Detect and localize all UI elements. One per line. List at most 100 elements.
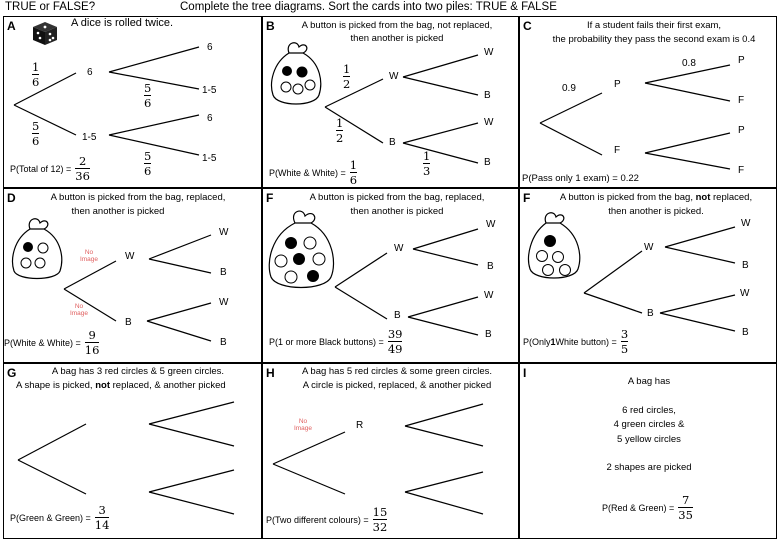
card-text: 5 yellow circles	[617, 434, 681, 445]
card-i[interactable]: I A bag has 6 red circles, 4 green circl…	[519, 363, 777, 539]
outcome-label: B	[389, 137, 396, 148]
outcome-label: W	[741, 218, 751, 229]
outcome-label: P	[738, 125, 745, 136]
card-title: A dice is rolled twice.	[71, 17, 174, 29]
outcome-label: 6	[87, 67, 93, 78]
missing-image-icon: No Image	[79, 249, 99, 263]
card-b[interactable]: B A button is picked from the bag, not r…	[262, 16, 519, 188]
tree-diagram	[539, 64, 731, 170]
outcome-label: B	[220, 267, 227, 278]
probability-statement: P(Pass only 1 exam) = 0.22	[522, 173, 639, 184]
outcome-label: B	[647, 308, 654, 319]
tree-diagram	[13, 46, 200, 156]
outcome-label: B	[487, 261, 494, 272]
header-left: TRUE or FALSE?	[5, 1, 96, 13]
outcome-label: W	[740, 288, 750, 299]
card-title: A bag has 3 red circles & 5 green circle…	[51, 366, 225, 377]
outcome-label: P	[614, 79, 621, 90]
card-letter: I	[523, 366, 527, 380]
probability-value: 0.8	[682, 58, 696, 69]
outcome-label: F	[738, 95, 745, 106]
outcome-label: F	[738, 165, 745, 176]
card-letter: B	[266, 19, 275, 33]
probability-value: 0.9	[562, 83, 576, 94]
card-letter: F	[266, 191, 274, 205]
card-subtitle: A shape is picked, not replaced, & anoth…	[16, 380, 226, 391]
card-g[interactable]: G A bag has 3 red circles & 5 green circ…	[3, 363, 262, 539]
outcome-label: W	[644, 242, 654, 253]
outcome-label: P	[738, 55, 745, 66]
card-c[interactable]: C If a student fails their first exam, t…	[519, 16, 777, 188]
card-d[interactable]: D A button is picked from the bag, repla…	[3, 188, 262, 363]
card-title: A button is picked from the bag, replace…	[309, 192, 485, 203]
card-title: A button is picked from the bag, not rep…	[301, 20, 493, 31]
card-letter: G	[7, 366, 17, 380]
card-subtitle: the probability they pass the second exa…	[552, 34, 756, 45]
card-subtitle: then another is picked	[350, 206, 444, 217]
card-letter: F	[523, 191, 531, 205]
card-f-not-replaced[interactable]: F A button is picked from the bag, not r…	[519, 188, 777, 363]
card-title: A button is picked from the bag, not rep…	[559, 192, 753, 203]
outcome-label: B	[484, 157, 491, 168]
outcome-label: W	[219, 297, 229, 308]
outcome-label: R	[356, 420, 364, 431]
card-f-replaced[interactable]: F A button is picked from the bag, repla…	[262, 188, 519, 363]
tree-diagram	[334, 228, 479, 336]
tree-diagram	[272, 403, 484, 515]
bag-of-buttons-icon	[527, 212, 581, 279]
tree-diagram	[324, 54, 479, 164]
outcome-label: 6	[207, 113, 213, 124]
tree-diagram	[63, 234, 212, 342]
card-text: 2 shapes are picked	[606, 462, 692, 473]
outcome-label: W	[484, 117, 494, 128]
bag-of-buttons-icon	[270, 42, 322, 105]
outcome-label: W	[486, 219, 496, 230]
outcome-label: B	[742, 260, 749, 271]
outcome-label: W	[394, 243, 404, 254]
card-subtitle: then another is picked	[350, 33, 444, 44]
outcome-label: W	[484, 47, 494, 58]
tree-diagram	[583, 226, 736, 332]
card-letter: D	[7, 191, 16, 205]
card-letter: C	[523, 19, 532, 33]
outcome-label: W	[389, 71, 399, 82]
card-text: 4 green circles &	[613, 419, 685, 430]
outcome-label: W	[125, 251, 135, 262]
tree-diagram	[17, 401, 235, 515]
outcome-label: W	[484, 290, 494, 301]
header-instructions: Complete the tree diagrams. Sort the car…	[180, 1, 557, 13]
card-title: A button is picked from the bag, replace…	[50, 192, 226, 203]
outcome-label: 1-5	[202, 85, 217, 96]
outcome-label: B	[394, 310, 401, 321]
missing-image-icon: No Image	[69, 303, 89, 317]
outcome-label: 1-5	[202, 153, 217, 164]
outcome-label: B	[484, 90, 491, 101]
card-title: A bag has 5 red circles & some green cir…	[301, 366, 493, 377]
card-a[interactable]: A A dice is rolled twice. 6 1-5 6 1-5 6 …	[3, 16, 262, 188]
dice-icon	[33, 22, 57, 45]
card-subtitle: then another is picked	[71, 206, 165, 217]
outcome-label: B	[220, 337, 227, 348]
bag-of-buttons-icon	[268, 210, 335, 288]
outcome-label: W	[219, 227, 229, 238]
card-letter: H	[266, 366, 275, 380]
card-h[interactable]: H A bag has 5 red circles & some green c…	[262, 363, 519, 539]
outcome-label: 1-5	[82, 132, 97, 143]
outcome-label: F	[614, 145, 621, 156]
card-subtitle: then another is picked.	[608, 206, 704, 217]
